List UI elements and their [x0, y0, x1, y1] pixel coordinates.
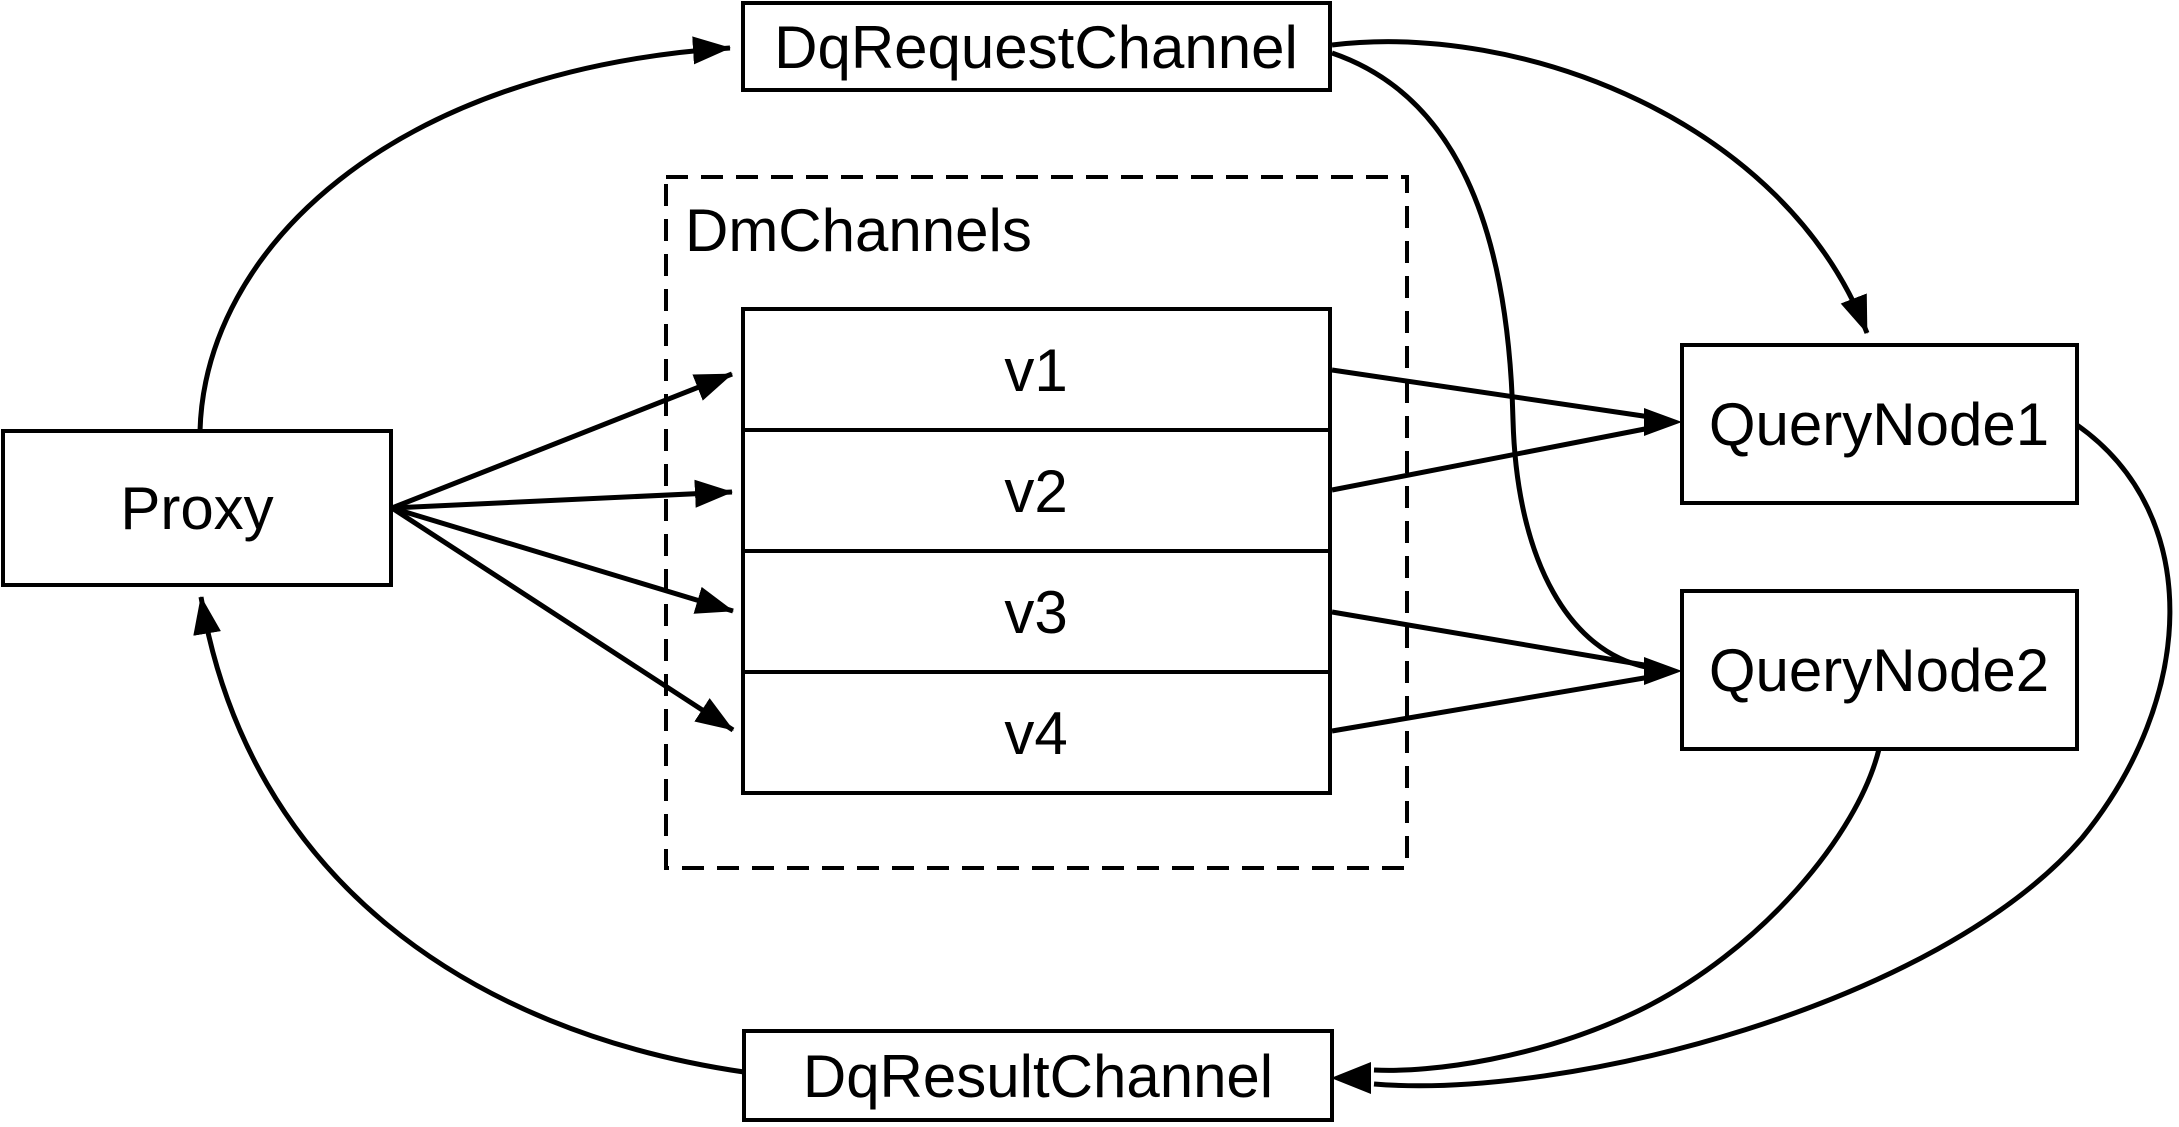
edge-proxy-to-v3: [391, 505, 734, 614]
query-node-2-label: QueryNode2: [1709, 637, 2049, 704]
edge-proxy-to-v2: [391, 479, 733, 511]
channel-row-v3-label: v3: [1004, 579, 1067, 646]
dm-channels-group-label: DmChannels: [685, 197, 1032, 264]
dq-result-channel-node-label: DqResultChannel: [803, 1043, 1273, 1110]
edge-proxy-to-v1: [391, 371, 733, 511]
dqresultchannel-right-arrowhead-icon: [1331, 1062, 1371, 1094]
dq-request-channel-node-box: [741, 1, 1332, 92]
query-node-1: QueryNode1: [1680, 343, 2079, 505]
edge-v4-to-querynode2: [1331, 674, 1651, 734]
query-node-2: QueryNode2: [1680, 589, 2079, 751]
edge-v3-to-querynode2: [1331, 609, 1651, 669]
channel-row-v1-label: v1: [1004, 337, 1067, 404]
channel-stack: v1 v2 v3 v4: [741, 307, 1332, 795]
proxy-node: Proxy: [1, 429, 393, 587]
edge-v1-to-querynode1: [1331, 367, 1651, 420]
channel-row-v4-box: [741, 670, 1332, 795]
query-node-2-box: [1680, 589, 2079, 751]
channel-row-v2-box: [741, 428, 1332, 553]
edge-proxy-to-dqrequestchannel: [197, 36, 731, 432]
channel-row-v1-box: [741, 307, 1332, 432]
edge-v2-to-querynode1: [1331, 425, 1651, 493]
proxy-node-label: Proxy: [120, 475, 273, 542]
querynode2-left-arrowhead-icon: [1644, 657, 1682, 685]
query-node-1-box: [1680, 343, 2079, 505]
channel-row-v4-label: v4: [1004, 700, 1067, 767]
dm-channels-group: DmChannels: [664, 175, 1409, 870]
edge-dqrequestchannel-to-querynode1: [1331, 39, 1870, 334]
dq-result-channel-node: DqResultChannel: [742, 1029, 1334, 1122]
query-node-1-label: QueryNode1: [1709, 391, 2049, 458]
edge-dqrequestchannel-to-querynode2: [1331, 50, 1647, 670]
edge-dqresultchannel-to-proxy: [193, 596, 745, 1075]
edges-layer: [193, 36, 2173, 1094]
dq-request-channel-node-label: DqRequestChannel: [774, 14, 1298, 81]
dm-channels-group-box: [664, 175, 1409, 870]
channel-row-v3-box: [741, 549, 1332, 674]
proxy-node-box: [1, 429, 393, 587]
edge-querynode2-to-dqresultchannel: [1373, 748, 1882, 1073]
dq-result-channel-node-box: [742, 1029, 1334, 1122]
querynode1-left-arrowhead-icon: [1644, 408, 1682, 436]
channel-row-v2-label: v2: [1004, 458, 1067, 525]
edge-querynode1-to-dqresultchannel: [1373, 422, 2173, 1089]
edge-proxy-to-v4: [390, 505, 735, 733]
nodes-layer: Proxy DqRequestChannel v1 v2 v3 v4 Query…: [1, 1, 2079, 1122]
dq-request-channel-node: DqRequestChannel: [741, 1, 1332, 92]
